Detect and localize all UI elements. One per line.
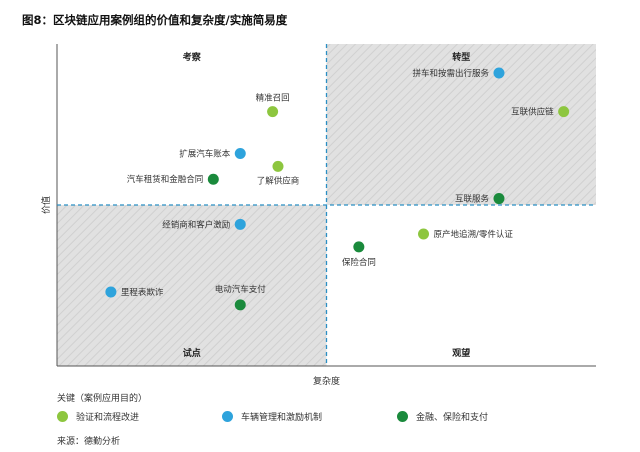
data-point-2-3 [234, 299, 246, 311]
data-point-2-0 [207, 173, 219, 185]
quadrant-label-top-left: 考察 [183, 51, 202, 63]
quadrant-label-bottom-right: 观望 [452, 347, 470, 359]
data-label-0-0: 精准召回 [256, 93, 290, 104]
data-label-0-1: 了解供应商 [257, 175, 300, 186]
data-label-0-3: 原产地追溯/零件认证 [434, 229, 514, 240]
legend-label: 车辆管理和激励机制 [241, 413, 323, 423]
data-label-2-1: 互联服务 [455, 194, 490, 205]
shaded-quadrant-top-right [326, 44, 596, 205]
legend-swatch [222, 411, 233, 422]
data-point-1-3 [105, 286, 117, 298]
data-label-1-1: 扩展汽车账本 [179, 148, 231, 159]
shaded-quadrant-bottom-left [57, 205, 327, 366]
legend-swatch [57, 411, 68, 422]
legend-label: 验证和流程改进 [76, 413, 140, 423]
data-point-1-2 [234, 218, 246, 230]
legend-swatch [397, 411, 408, 422]
y-axis-label: 价值 [40, 196, 52, 214]
data-point-2-2 [353, 241, 365, 253]
data-point-2-1 [493, 193, 505, 205]
quadrant-label-bottom-left: 试点 [183, 347, 201, 359]
source-note: 来源：德勤分析 [57, 437, 121, 447]
legend-item-verification: 验证和流程改进 [57, 410, 139, 423]
data-point-1-1 [234, 147, 246, 159]
quadrant-label-top-right: 转型 [452, 51, 470, 63]
data-point-0-1 [272, 160, 284, 172]
legend-item-vehicle-management: 车辆管理和激励机制 [222, 410, 322, 423]
chart-title: 图8：区块链应用案例组的价值和复杂度/实施简易度 [22, 13, 288, 27]
data-point-1-0 [493, 67, 505, 79]
legend-heading: 关键（案例应用目的） [57, 394, 148, 404]
data-point-0-2 [558, 106, 570, 118]
data-label-1-3: 里程表欺诈 [121, 287, 164, 298]
data-point-0-0 [267, 106, 279, 118]
data-label-2-3: 电动汽车支付 [215, 284, 267, 295]
data-label-2-0: 汽车租赁和金融合同 [127, 174, 204, 185]
x-axis-label: 复杂度 [313, 375, 340, 387]
data-label-2-2: 保险合同 [342, 257, 376, 268]
legend-label: 金融、保险和支付 [416, 413, 489, 423]
data-point-0-3 [418, 228, 430, 240]
legend-item-finance: 金融、保险和支付 [397, 410, 488, 423]
data-label-0-2: 互联供应链 [511, 107, 554, 118]
data-label-1-2: 经销商和客户激励 [162, 219, 230, 230]
data-label-1-0: 拼车和按需出行服务 [412, 68, 489, 79]
